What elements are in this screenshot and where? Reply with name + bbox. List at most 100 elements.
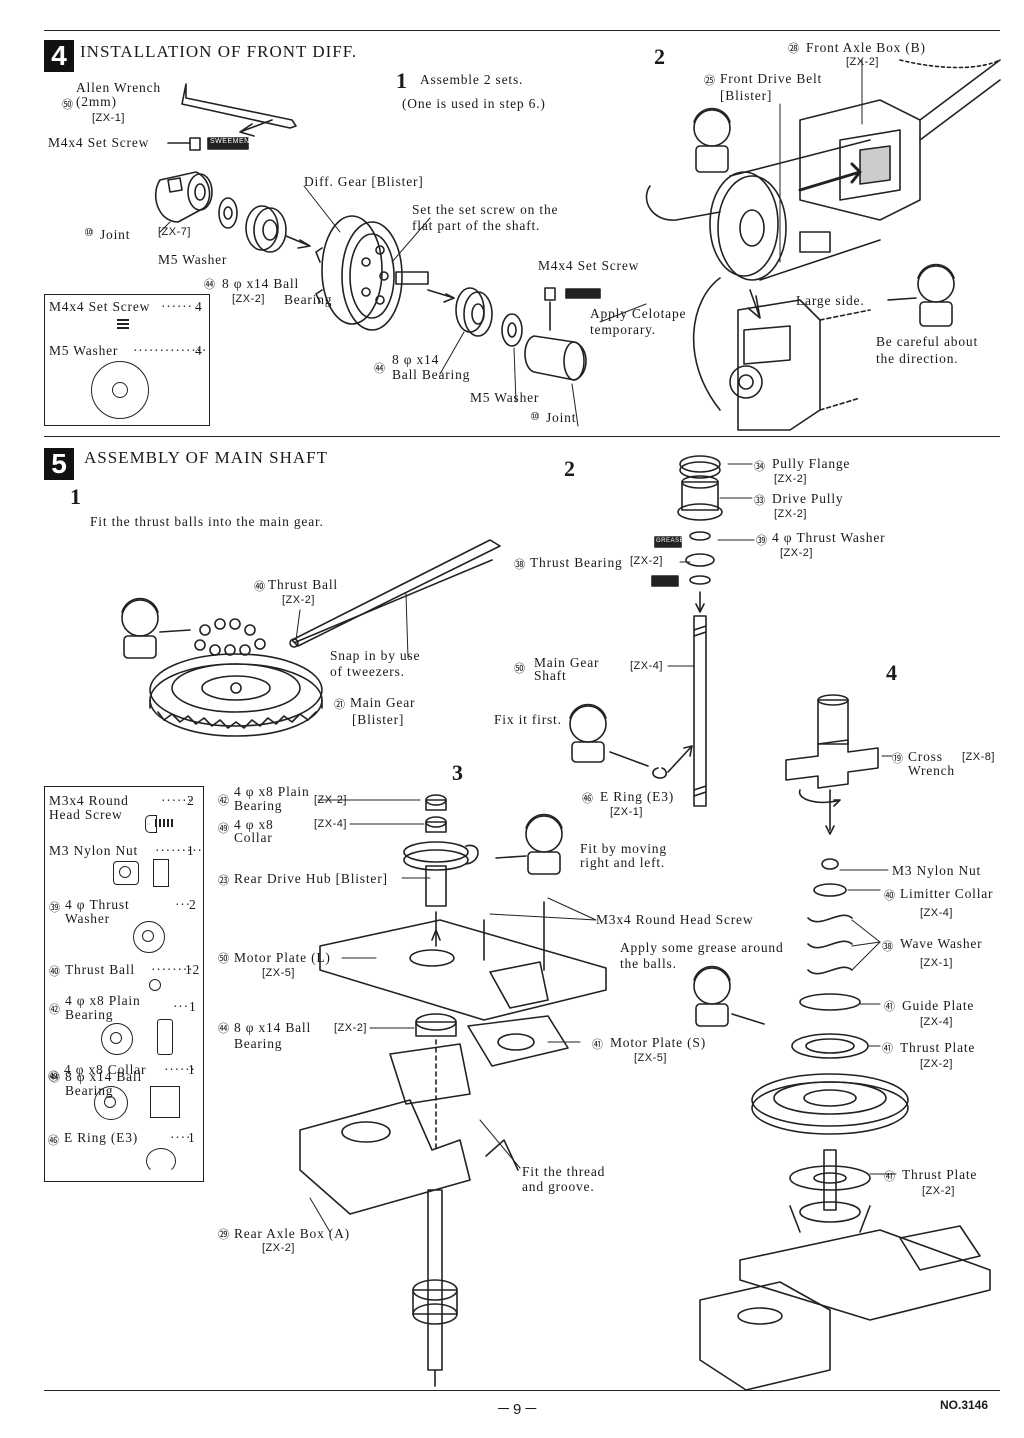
s5-step2-number: 2 — [564, 456, 575, 481]
s5-parts-i5-dots: ··· — [173, 999, 189, 1014]
s4-parts-item2-qty: 4 — [195, 343, 203, 358]
bearing-bottom-label-2: Ball Bearing — [392, 367, 471, 382]
joint-bottom-num: ⑩ — [530, 410, 540, 423]
cross-wrench-code: [ZX-8] — [962, 751, 995, 763]
rear-axle-box-num: ㉙ — [218, 1228, 229, 1241]
slipper-clutch-assembly-drawing — [699, 694, 991, 1391]
bearing-drawing — [245, 205, 287, 253]
set-screw-tag: SWEEMENT — [210, 138, 255, 145]
thrust-washer-code: [ZX-2] — [780, 547, 813, 559]
washer-icon — [91, 361, 149, 419]
section-5-number: 5 — [44, 448, 74, 480]
front-drive-belt-note: [Blister] — [720, 88, 773, 103]
section-4-number: 4 — [44, 40, 74, 72]
bearing-top-word: Bearing — [284, 292, 333, 307]
fix-first-note: Fix it first. — [494, 712, 562, 727]
s5-parts-i5-num: ㊷ — [49, 1003, 60, 1016]
front-drive-belt-num: ㉕ — [704, 74, 715, 87]
s5-parts-i3a: 4 φ Thrust — [65, 897, 130, 912]
motor-plate-l-num: ㊿ — [218, 952, 229, 965]
s5-parts-i2-qty: 1 — [187, 843, 195, 858]
guide-plate-num: ㊶ — [884, 1000, 895, 1013]
s5-parts-i1b: Head Screw — [49, 807, 123, 822]
guide-plate-code: [ZX-4] — [920, 1016, 953, 1028]
snap-note-1: Snap in by use — [330, 648, 421, 663]
ball-bearing-label-2: Bearing — [234, 1036, 283, 1051]
limitter-collar-num: ㊵ — [884, 889, 895, 902]
collar-icon — [94, 1086, 128, 1120]
s5-parts-i3-dots: ··· — [175, 897, 191, 912]
ball-bearing-label-1: 8 φ x14 Ball — [234, 1020, 312, 1035]
collar-label-1: 4 φ x8 — [234, 817, 274, 832]
limitter-collar-code: [ZX-4] — [920, 907, 953, 919]
s4-step2-number: 2 — [654, 44, 665, 69]
s5-parts-box: M3x4 Round Head Screw ······ 2 M3 Nylon … — [44, 786, 204, 1182]
collar-label-2: Collar — [234, 830, 273, 845]
plain-bearing-icon — [101, 1023, 133, 1055]
pully-flange-label: Pully Flange — [772, 456, 851, 471]
thrust-bearing-code: [ZX-2] — [630, 555, 663, 567]
s4-parts-item1-qty: 4 — [195, 299, 203, 314]
drive-pully-label: Drive Pully — [772, 491, 844, 506]
s5-step4-number: 4 — [886, 660, 897, 685]
joint-bottom-label: Joint — [546, 410, 577, 425]
s5-parts-i5b: Bearing — [65, 1007, 114, 1022]
e-ring-code: [ZX-1] — [610, 806, 643, 818]
thrust-plate-b-num: ㊶ — [884, 1170, 895, 1183]
fit-thread-note-1: Fit the thread — [522, 1164, 606, 1179]
wave-washer-label: Wave Washer — [900, 936, 983, 951]
section-4-title: INSTALLATION OF FRONT DIFF. — [80, 42, 358, 61]
set-screw-note-2: flat part of the shaft. — [412, 218, 541, 233]
s5-parts-i2-dots: ········· — [155, 843, 203, 858]
s4-step1-number: 1 — [396, 68, 407, 93]
wave-washer-code: [ZX-1] — [920, 957, 953, 969]
front-drive-belt-label: Front Drive Belt — [720, 71, 823, 86]
joint-drawing — [154, 171, 213, 223]
thrust-washer-num: ㊴ — [756, 534, 767, 547]
front-axle-box-label: Front Axle Box (B) — [806, 40, 926, 55]
s5-parts-i6-num: ㊹ — [49, 1071, 60, 1084]
careful-note-1: Be careful about — [876, 334, 979, 349]
s5-parts-i5-qty: 1 — [189, 999, 197, 1014]
motor-plate-s-num: ㊶ — [592, 1038, 603, 1051]
main-gear-shaft-label-2: Shaft — [534, 668, 567, 683]
grease-note-2: the balls. — [620, 956, 677, 971]
fit-moving-note-1: Fit by moving — [580, 841, 667, 856]
thrust-ball-label: Thrust Ball — [268, 577, 338, 592]
front-axle-box-code: [ZX-2] — [846, 56, 879, 68]
section-5-title: ASSEMBLY OF MAIN SHAFT — [84, 448, 329, 467]
main-gear-note: [Blister] — [352, 712, 405, 727]
limitter-collar-label: Limitter Collar — [900, 886, 994, 901]
bearing-bottom-num: ㊹ — [374, 362, 385, 375]
bearing-bottom-label-1: 8 φ x14 — [392, 352, 440, 367]
s5-parts-i1-qty: 2 — [187, 793, 195, 808]
thrust-washer-label: 4 φ Thrust Washer — [772, 530, 886, 545]
m5-washer-bottom-label: M5 Washer — [470, 390, 540, 405]
thrust-ball-num: ㊵ — [254, 580, 265, 593]
s5-parts-i4-num: ㊵ — [49, 965, 60, 978]
rear-axle-box-label: Rear Axle Box (A) — [234, 1226, 350, 1241]
allen-wrench-num: ㊿ — [62, 98, 73, 111]
pully-flange-num: ㉞ — [754, 460, 765, 473]
cross-wrench-num: ⑲ — [892, 752, 903, 765]
s4-parts-item1-dots: ······ — [161, 299, 193, 314]
collar-code: [ZX-4] — [314, 818, 347, 830]
celotape-note-1: Apply Celotape — [590, 306, 687, 321]
snap-note-2: of tweezers. — [330, 664, 405, 679]
s5-parts-i3-num: ㊴ — [49, 901, 60, 914]
main-gear-shaft-code: [ZX-4] — [630, 660, 663, 672]
s5-parts-i1a: M3x4 Round — [49, 793, 129, 808]
s5-step3-number: 3 — [452, 760, 463, 785]
joint-right-drawing — [524, 287, 601, 381]
rear-drive-hub-num: ㉓ — [218, 874, 229, 887]
front-axle-box-num: ㉘ — [788, 42, 799, 55]
thrust-plate-a-code: [ZX-2] — [920, 1058, 953, 1070]
s5-parts-i7: 4 φ x8 Collar — [64, 1062, 147, 1077]
motor-plate-l-code: [ZX-5] — [262, 967, 295, 979]
joint-label: Joint — [100, 227, 131, 242]
thrust-ball-code: [ZX-2] — [282, 594, 315, 606]
ball-bearing-num: ㊹ — [218, 1022, 229, 1035]
thrust-bearing-num: ㊳ — [514, 558, 525, 571]
s5-parts-i1-dots: ······ — [161, 793, 193, 808]
